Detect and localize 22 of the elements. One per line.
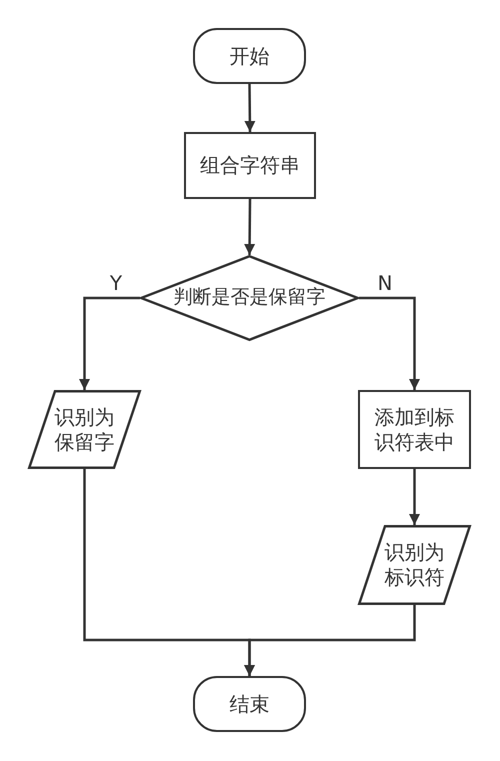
io-parallelogram: [358, 525, 471, 605]
arrow: [409, 469, 420, 525]
node-label: 开始: [230, 44, 270, 68]
terminal-node: [193, 676, 306, 732]
node-label: 判断是否是保留字: [174, 286, 326, 310]
arrow: [359, 296, 420, 390]
arrow: [79, 296, 140, 390]
arrow: [244, 84, 256, 132]
node-label: 结束: [230, 692, 270, 716]
process-box: [358, 390, 471, 469]
node-label: 添加到标识符表中: [374, 404, 455, 454]
node-label: 识别为保留字: [54, 404, 115, 454]
arrow: [244, 198, 256, 256]
edge-label: N: [378, 271, 392, 295]
edge-label: Y: [110, 271, 122, 295]
decision-diamond: [140, 255, 359, 341]
terminal-node: [193, 28, 306, 84]
node-label: 识别为标识符: [384, 540, 445, 590]
io-parallelogram: [28, 390, 141, 469]
arrow: [244, 605, 416, 676]
process-box: [184, 132, 316, 199]
node-label: 组合字符串: [200, 153, 300, 178]
